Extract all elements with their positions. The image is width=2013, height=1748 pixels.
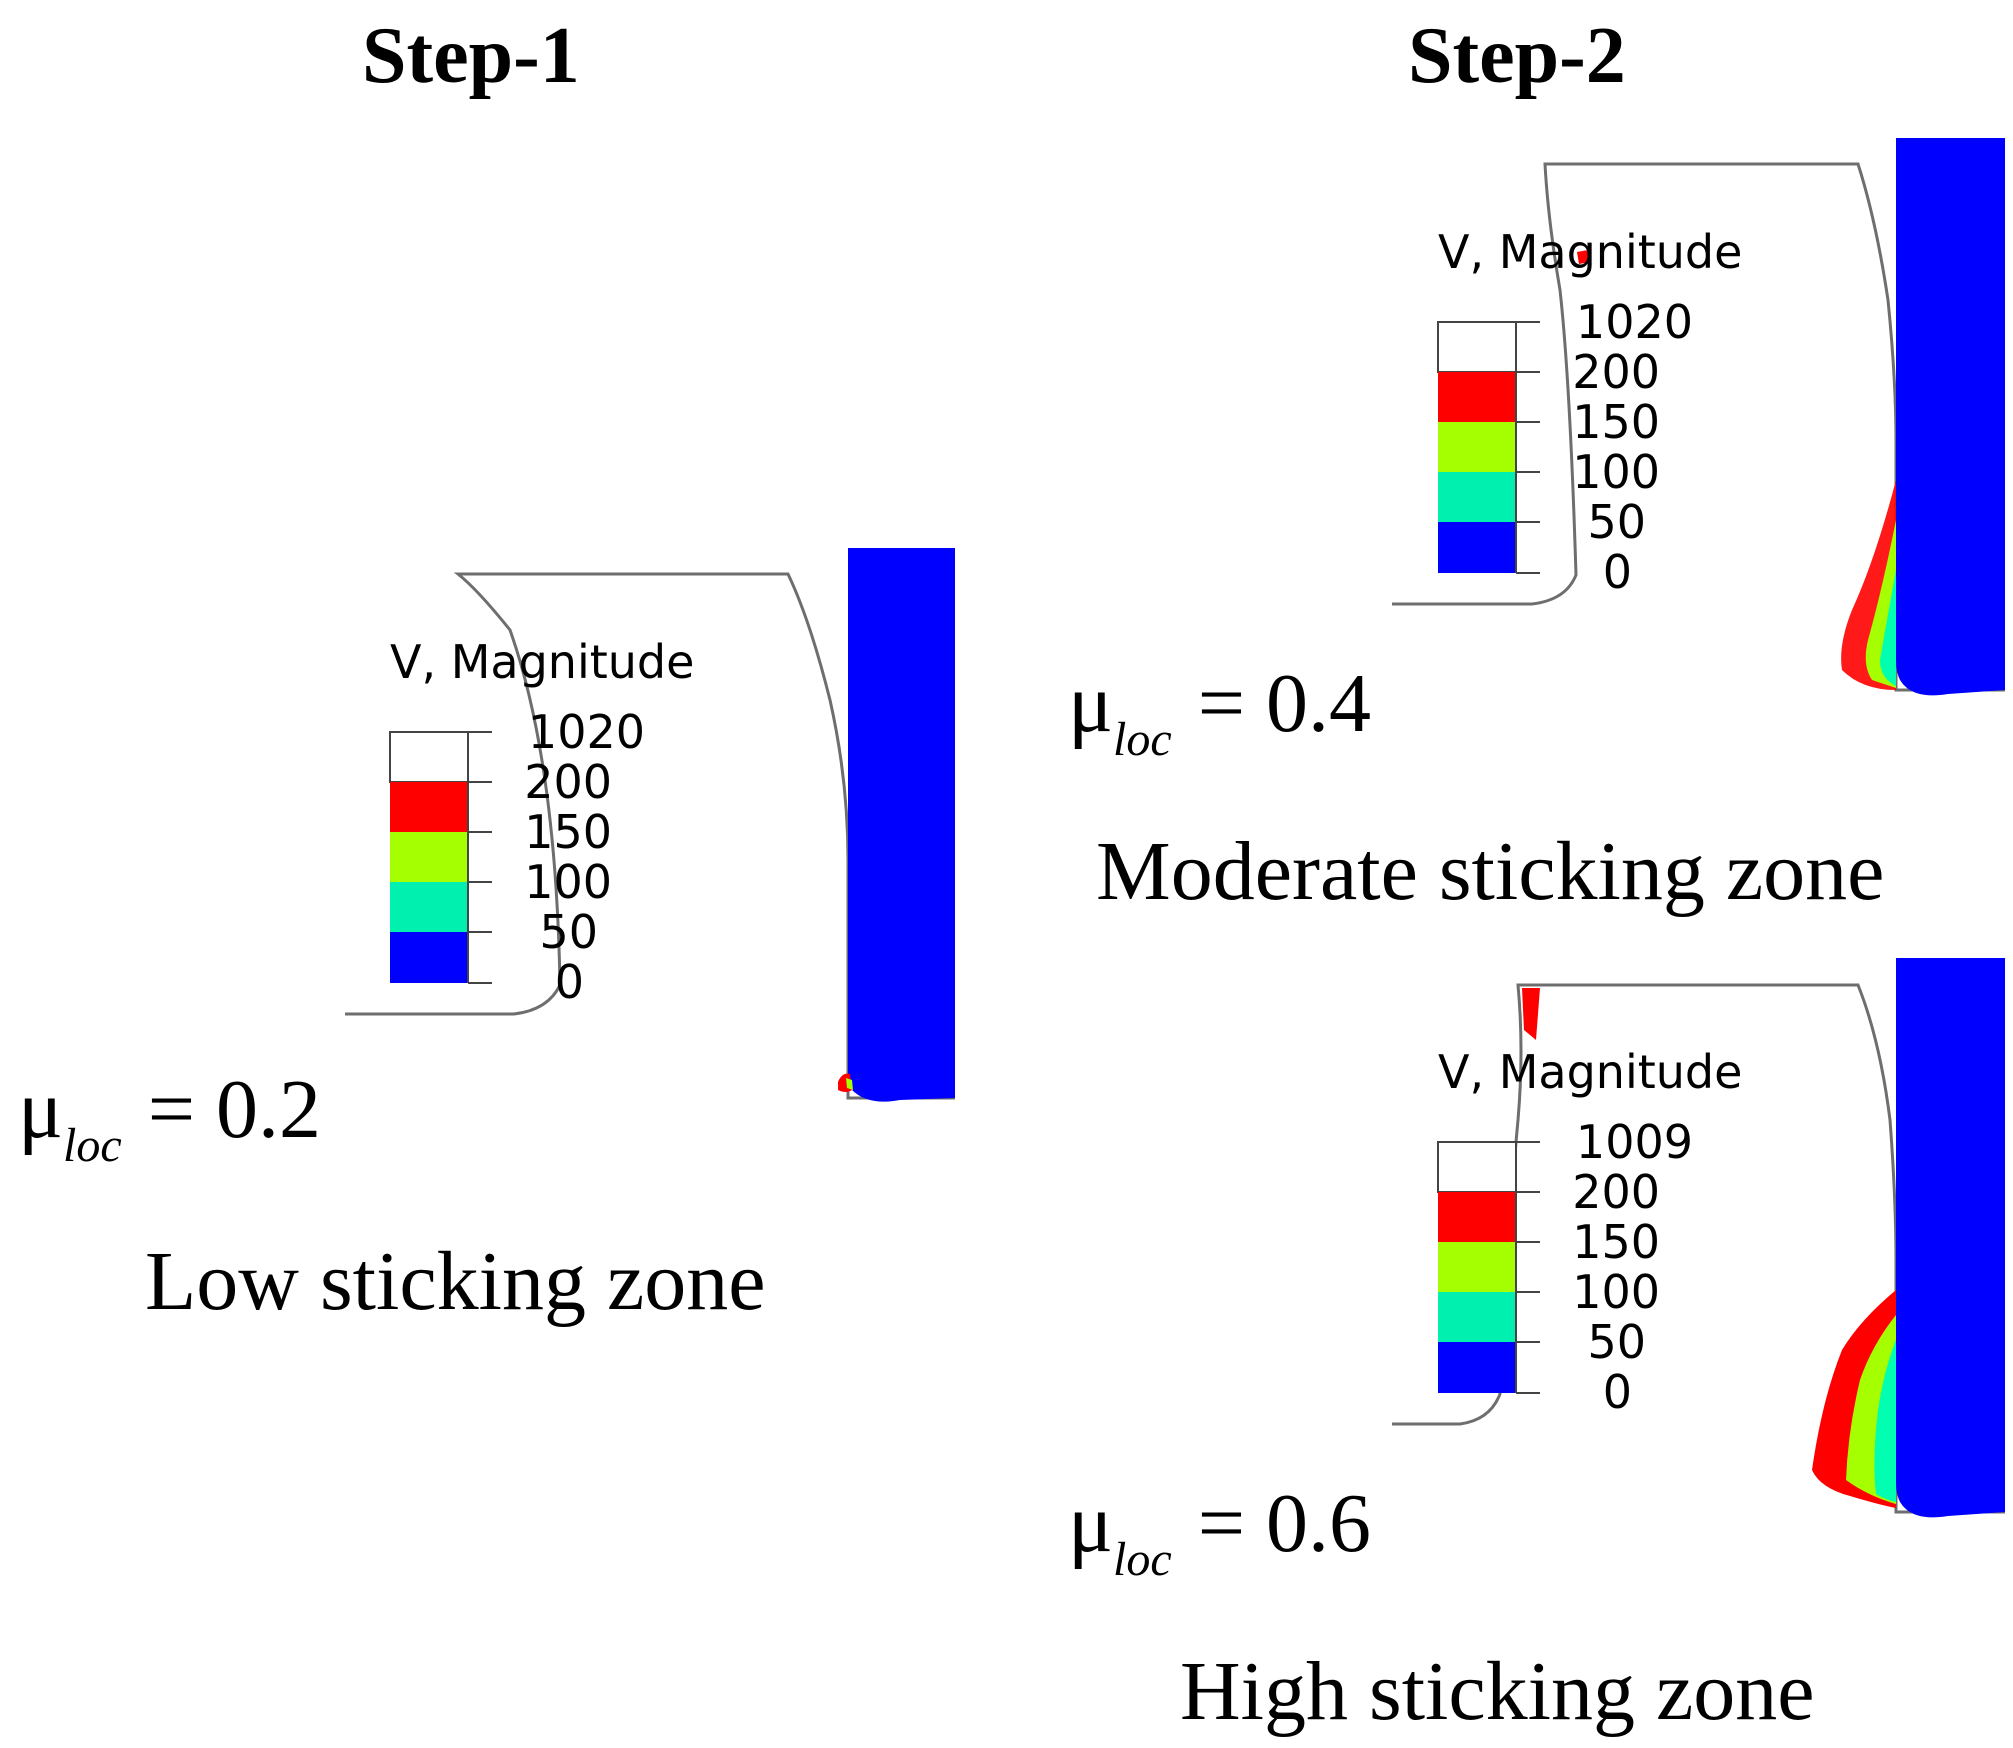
legend-colorbar [1437,321,1540,574]
legend-value-1: 200 [524,755,612,809]
legend-value-0: 1020 [1576,295,1693,349]
panel-high-sticking: V, Magnitude 1009 200 150 100 50 0 [1392,958,2005,1518]
legend-value-2: 150 [524,805,612,859]
legend-swatch-1 [390,782,468,832]
workpiece-outline [345,572,955,1100]
mu-value: = 0.4 [1197,657,1372,750]
legend-value-0: 1020 [528,705,645,759]
legend-swatch-0 [1437,321,1517,373]
mu-subscript: loc [1113,713,1172,766]
legend-swatch-0 [1437,1141,1517,1193]
legend-value-4: 50 [539,905,598,959]
mu-symbol: μ [1068,657,1114,750]
panel-low-sticking: V, Magnitude 1020 200 150 100 50 0 [345,548,955,1102]
legend-title: V, Magnitude [390,635,694,689]
mu-symbol: μ [1068,1477,1114,1570]
sticking-region-cyan [1874,1340,1896,1502]
legend-value-4: 50 [1587,495,1646,549]
legend-swatch-2 [1438,1242,1516,1292]
panel-moderate-sticking: V, Magnitude 1020 200 150 100 50 0 [1392,138,2005,696]
friction-coefficient-label: μloc= 0.6 [1068,1482,1371,1584]
legend-value-2: 150 [1572,395,1660,449]
step-2-title: Step-2 [1408,12,1626,100]
mu-subscript: loc [63,1119,122,1172]
zone-label: Moderate sticking zone [1096,825,1885,918]
legend-swatch-1 [1438,372,1516,422]
step-1-title: Step-1 [362,12,580,100]
mu-subscript: loc [1113,1533,1172,1586]
hotspot [1522,988,1540,1040]
friction-coefficient-label: μloc= 0.2 [18,1068,321,1170]
legend-title: V, Magnitude [1438,225,1742,279]
legend-value-5: 0 [1603,545,1632,599]
legend-title: V, Magnitude [1438,1045,1742,1099]
legend-swatch-0 [389,731,469,783]
sticking-region-cyan [1880,570,1896,686]
legend-swatch-3 [390,882,468,932]
mu-symbol: μ [18,1063,64,1156]
tool-body [1896,138,2005,696]
tool-body [1896,958,2005,1518]
legend-swatch-4 [390,932,468,983]
legend-value-3: 100 [1572,445,1660,499]
legend-swatch-3 [1438,1292,1516,1342]
legend-value-4: 50 [1587,1315,1646,1369]
legend-value-1: 200 [1572,1165,1660,1219]
mu-value: = 0.2 [147,1063,322,1156]
workpiece-outline [1392,162,2005,692]
legend-value-5: 0 [555,955,584,1009]
legend-swatch-2 [1438,422,1516,472]
legend-swatch-1 [1438,1192,1516,1242]
contact-hotspot-green [846,1078,853,1090]
legend-value-3: 100 [524,855,612,909]
legend-value-3: 100 [1572,1265,1660,1319]
legend-swatch-3 [1438,472,1516,522]
zone-label: Low sticking zone [145,1235,766,1328]
legend-colorbar [1437,1141,1540,1394]
legend-swatch-2 [390,832,468,882]
mu-value: = 0.6 [1197,1477,1372,1570]
zone-label: High sticking zone [1180,1645,1815,1738]
friction-coefficient-label: μloc= 0.4 [1068,662,1371,764]
legend-swatch-4 [1438,1342,1516,1393]
hotspot [1577,250,1590,264]
legend-value-2: 150 [1572,1215,1660,1269]
legend-colorbar [389,731,492,984]
legend-swatch-4 [1438,522,1516,573]
legend-value-0: 1009 [1576,1115,1693,1169]
tool-body [848,548,955,1102]
legend-value-1: 200 [1572,345,1660,399]
legend-value-5: 0 [1603,1365,1632,1419]
